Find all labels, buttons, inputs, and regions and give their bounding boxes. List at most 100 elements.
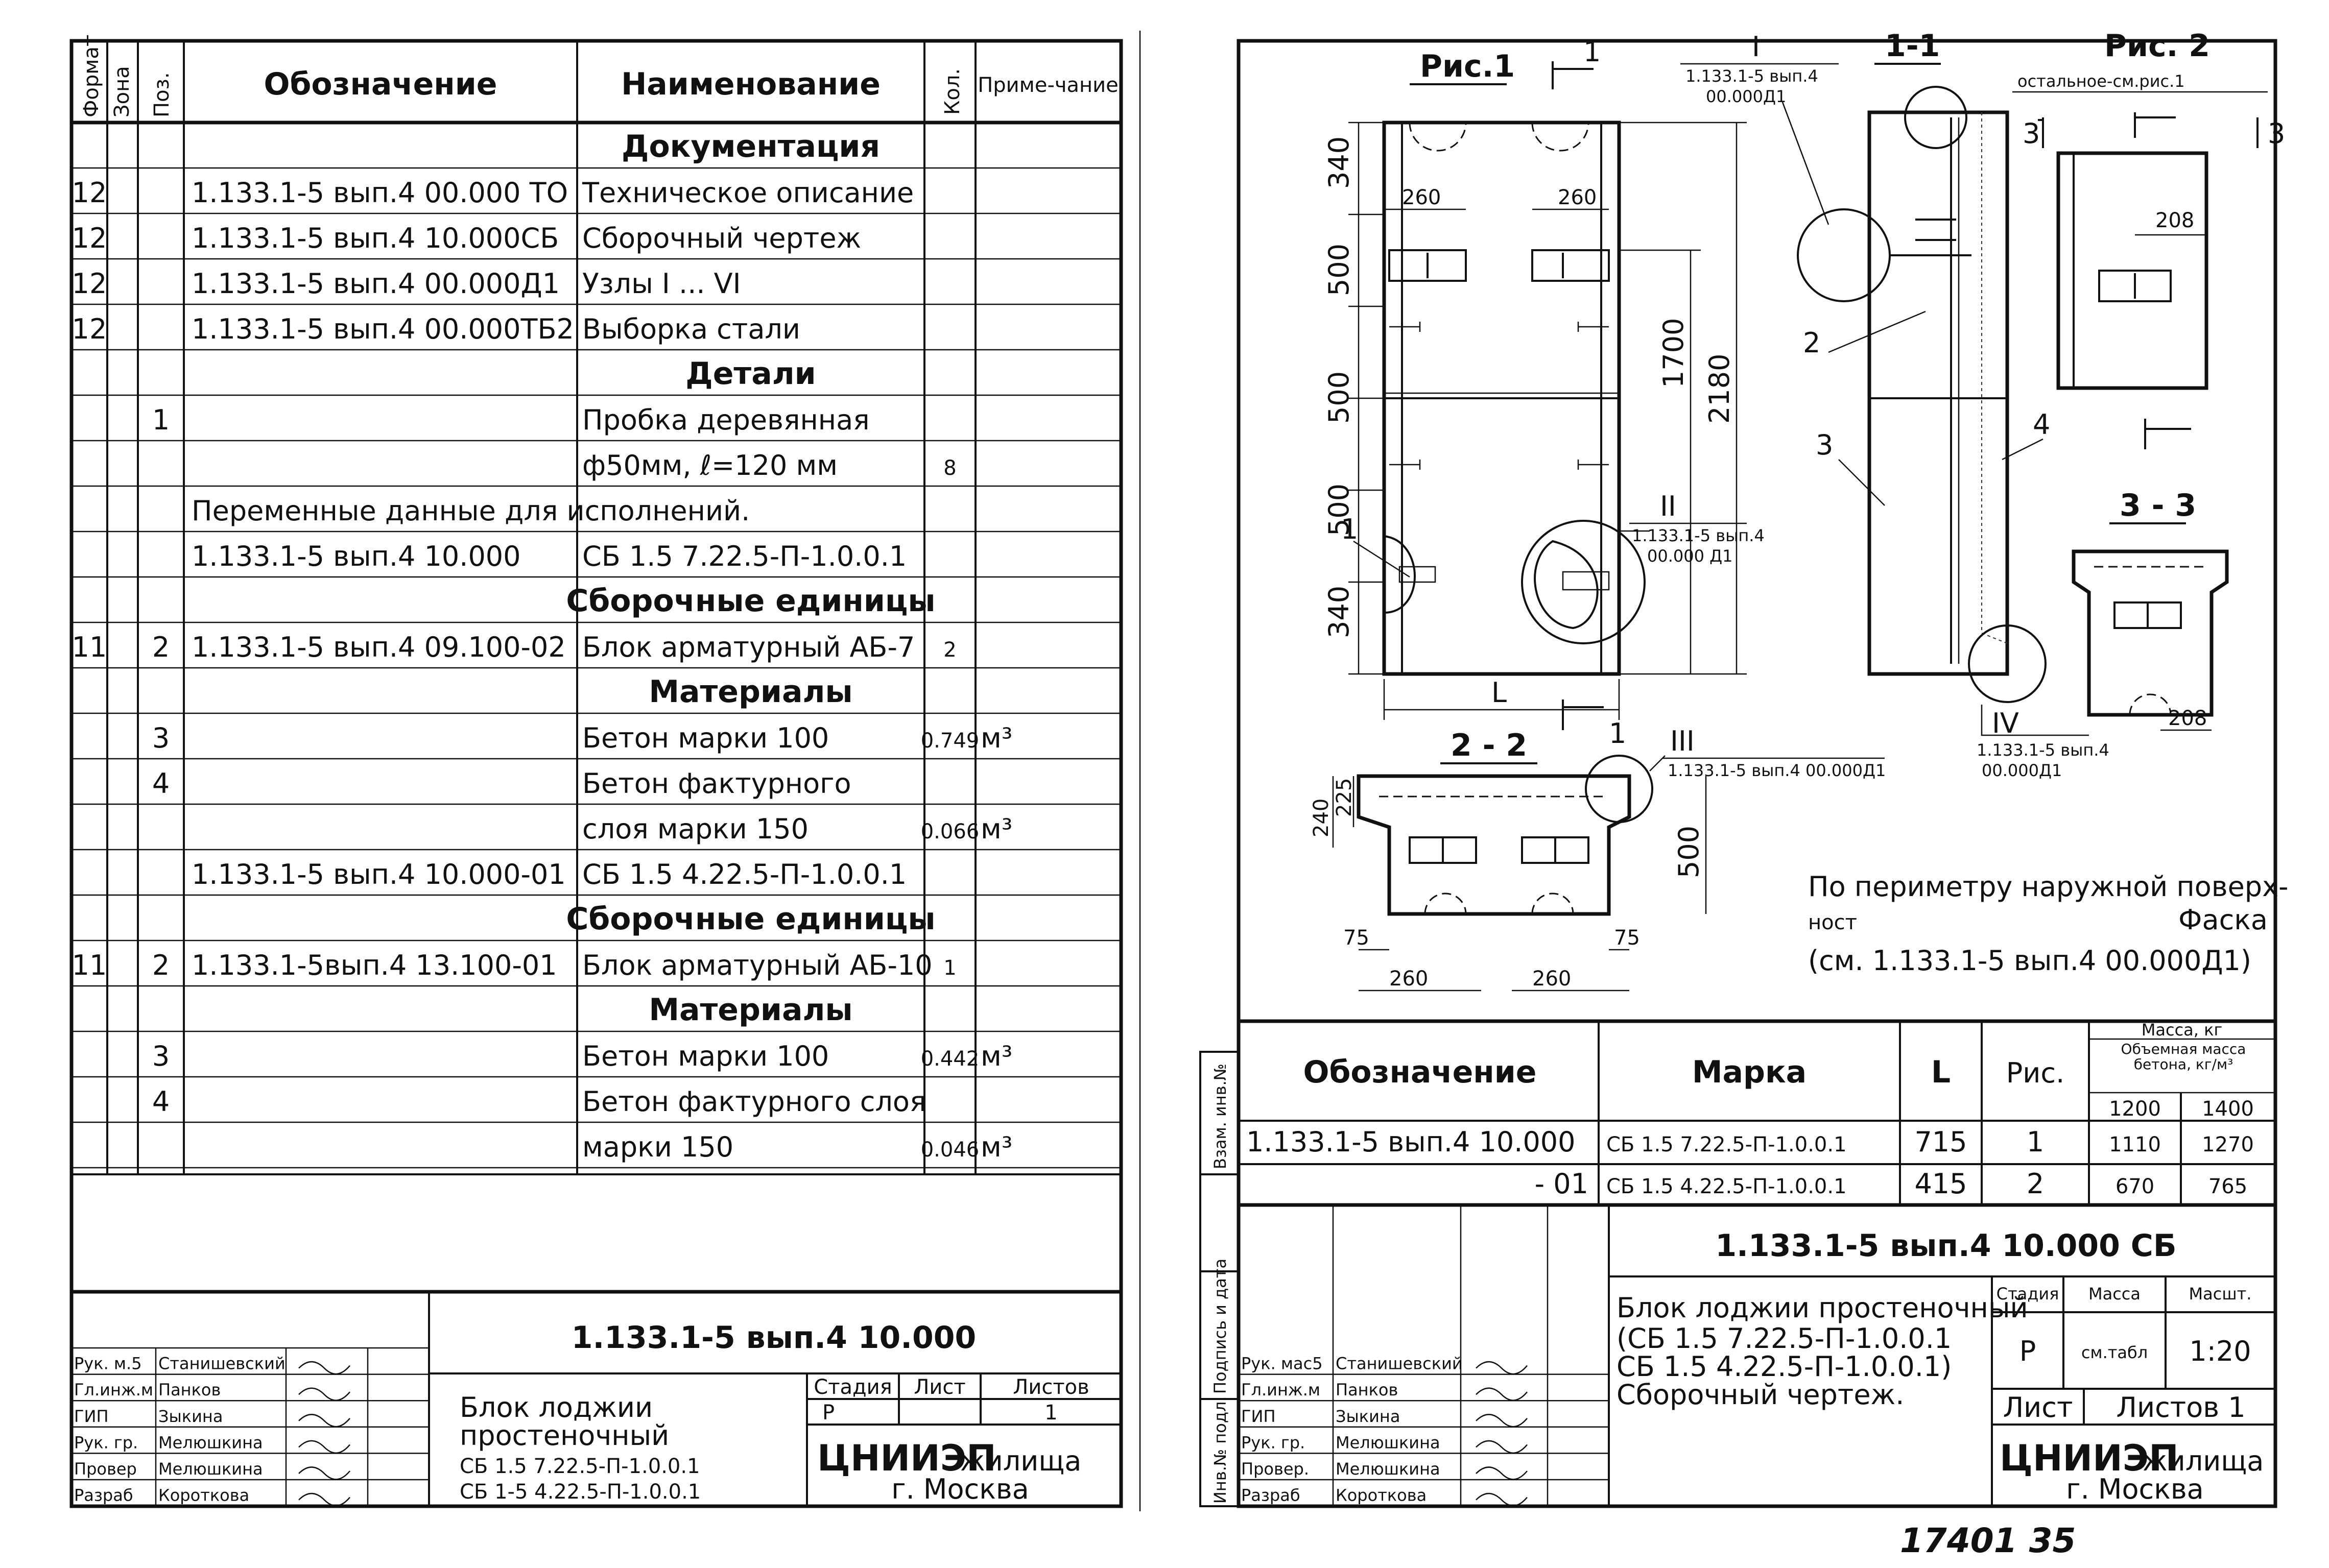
spec-cell-qty: 0.066	[921, 820, 980, 843]
spec-cell-name: Сборочные единицы	[566, 583, 935, 619]
spec-cell-designation: 1.133.1-5вып.4 13.100-01	[192, 949, 557, 981]
left-stage-label: Стадия	[814, 1376, 892, 1399]
footer-number: 17401 35	[1900, 1521, 2076, 1560]
handwritten-signature	[1476, 1414, 1528, 1428]
node-IV: IV	[1992, 707, 2019, 739]
spec-cell-designation: Переменные данные для исполнений.	[192, 495, 750, 527]
handwritten-signature	[1476, 1466, 1528, 1480]
sec11-title: 1-1	[1885, 28, 1940, 64]
dim-260a: 260	[1402, 186, 1441, 209]
marks-cell-1400: 765	[2208, 1175, 2247, 1198]
spec-cell-format: 12	[72, 222, 107, 254]
spec-cell-name: Материалы	[649, 674, 852, 710]
fig2-title: Рис. 2	[2104, 28, 2210, 64]
spec-cell-name: ф50мм, ℓ=120 мм	[582, 449, 838, 481]
handwritten-signature	[1476, 1440, 1528, 1454]
header-note: Приме-чание	[978, 74, 1119, 97]
marks-cell-1200: 670	[2116, 1175, 2154, 1198]
note-line-2: ност	[1808, 911, 1857, 934]
signature-row: Провер.Мелюшкина	[1241, 1459, 1528, 1480]
marks-cell-designation: - 01	[1535, 1168, 1588, 1200]
note-line-1: По периметру наружной поверх-	[1808, 871, 2289, 903]
spec-cell-pos: 2	[152, 949, 170, 981]
right-stage-label: Стадия	[1997, 1284, 2059, 1304]
signature-role: Провер.	[1241, 1459, 1309, 1479]
cut-3a: 3	[2023, 117, 2040, 150]
spec-cell-qty: 0.749	[921, 729, 980, 753]
signature-row: Рук. гр.Мелюшкина	[1241, 1433, 1528, 1454]
spec-cell-qty: 1	[943, 956, 956, 980]
spec-cell-format: 11	[72, 949, 107, 981]
signature-name: Мелюшкина	[1336, 1433, 1440, 1452]
signature-name: Зыкина	[1336, 1407, 1400, 1426]
spec-cell-qty: 2	[943, 638, 956, 662]
spec-cell-designation: 1.133.1-5 вып.4 00.000ТБ2	[192, 313, 574, 345]
spec-row: Материалы	[649, 674, 852, 710]
left-code: 1.133.1-5 вып.4 10.000	[572, 1320, 977, 1356]
spec-cell-name: Бетон фактурного слоя	[582, 1085, 926, 1118]
note-line-3: Фаска	[2178, 904, 2268, 936]
right-sheet-label: Лист	[2003, 1391, 2073, 1424]
handwritten-signature	[1476, 1387, 1528, 1401]
stamp-inv-orig: Инв.№ подл.	[1210, 1396, 1230, 1504]
signature-role: Разраб	[1241, 1486, 1300, 1505]
node-I-ref-1: 1.133.1-5 вып.4	[1685, 66, 1818, 86]
dim-500d: 500	[1673, 826, 1705, 878]
spec-cell-format: 12	[72, 177, 107, 209]
left-org: ЦНИИЭП	[817, 1437, 996, 1479]
spec-table: Формат Зона Поз. Обозначение Наименовани…	[69, 35, 1123, 1508]
spec-cell-name: Выборка стали	[582, 313, 800, 345]
stamp-inv-repl: Взам. инв.№	[1210, 1064, 1230, 1169]
spec-cell-designation: 1.133.1-5 вып.4 00.000Д1	[192, 268, 560, 300]
spec-cell-name: Техническое описание	[582, 177, 914, 209]
node-II: II	[1660, 490, 1676, 522]
spec-row: Сборочные единицы	[566, 901, 935, 937]
spec-cell-name: Блок арматурный АБ-10	[582, 949, 933, 981]
signature-name: Панков	[158, 1380, 221, 1400]
spec-cell-name: Сборочные единицы	[566, 901, 935, 937]
signature-name: Короткова	[158, 1486, 249, 1505]
spec-row: Переменные данные для исполнений.	[192, 495, 750, 527]
stamp-sign-date: Подпись и дата	[1210, 1259, 1230, 1394]
right-code: 1.133.1-5 вып.4 10.000 СБ	[1715, 1228, 2176, 1264]
spec-cell-name: Пробка деревянная	[582, 404, 870, 436]
signature-role: Гл.инж.м	[74, 1380, 153, 1400]
signature-name: Станишевский	[158, 1354, 286, 1373]
dim-260b: 260	[1558, 186, 1597, 209]
signature-role: Рук. гр.	[74, 1433, 138, 1452]
marks-cell-designation: 1.133.1-5 вып.4 10.000	[1246, 1126, 1576, 1158]
spec-cell-name: Бетон марки 100	[582, 1040, 829, 1072]
spec-cell-note: м³	[981, 722, 1012, 754]
callout-2: 2	[1803, 327, 1820, 359]
left-sheets: 1	[1044, 1401, 1057, 1425]
spec-cell-name: Детали	[685, 356, 816, 392]
signature-name: Мелюшкина	[158, 1433, 263, 1452]
marks-cell-1400: 1270	[2202, 1133, 2254, 1156]
spec-row: Сборочные единицы	[566, 583, 935, 619]
callout-3: 3	[1816, 429, 1833, 461]
fig1-title: Рис.1	[1420, 49, 1515, 84]
signature-role: ГИП	[74, 1407, 109, 1426]
spec-cell-name: СБ 1.5 7.22.5-П-1.0.0.1	[582, 540, 907, 572]
right-title-2: (СБ 1.5 7.22.5-П-1.0.0.1	[1617, 1322, 1952, 1355]
sec33-title: 3 - 3	[2120, 488, 2196, 523]
fig2-note: остальное-см.рис.1	[2017, 71, 2185, 91]
dim-340a: 340	[1323, 136, 1355, 189]
sec22-title: 2 - 2	[1451, 728, 1527, 763]
dim-1700: 1700	[1657, 318, 1690, 388]
dim-208a: 208	[2155, 209, 2194, 232]
dim-240: 240	[1310, 799, 1333, 837]
spec-cell-designation: 1.133.1-5 вып.4 10.000	[192, 540, 521, 572]
marks-cell-L: 415	[1914, 1168, 1967, 1200]
